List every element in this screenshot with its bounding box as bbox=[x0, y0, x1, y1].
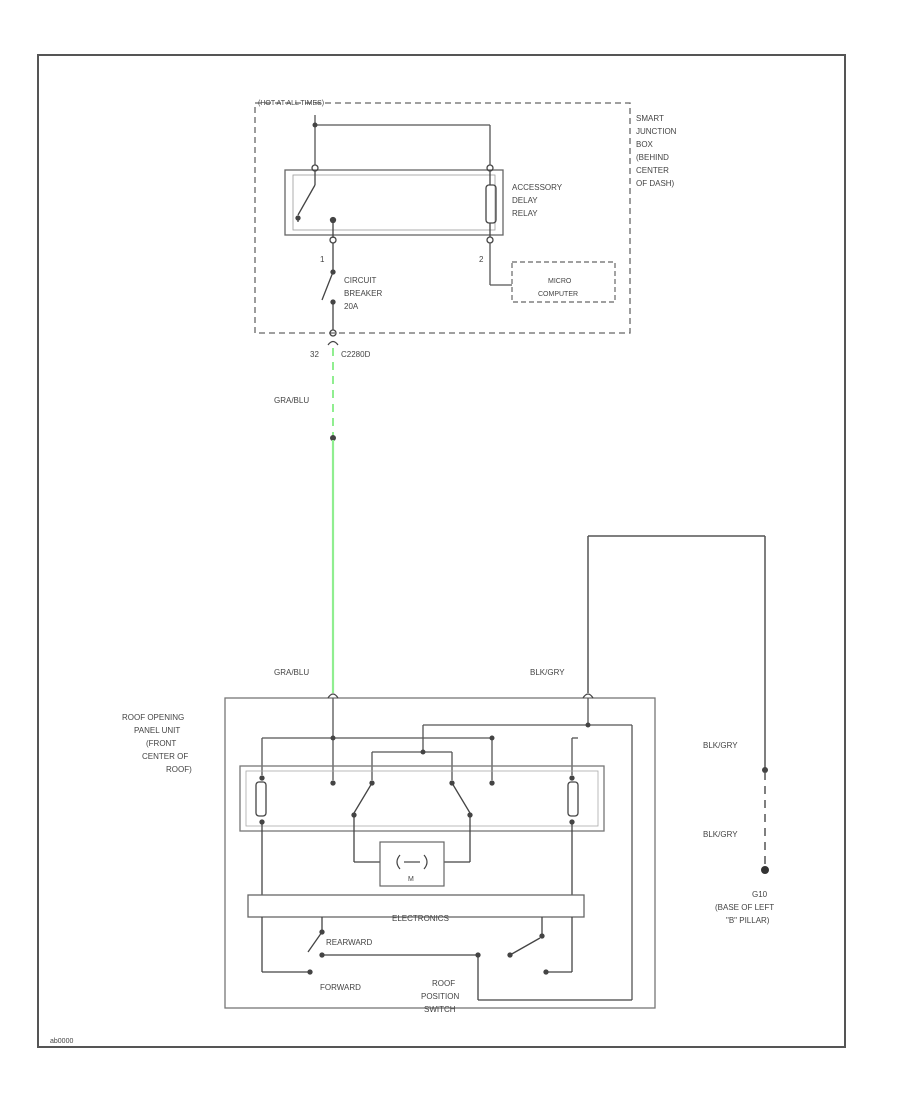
roof-unit-label-line: ROOF OPENING bbox=[122, 713, 184, 722]
relay-label-line: DELAY bbox=[512, 196, 538, 205]
accessory-delay-relay-box bbox=[284, 169, 504, 236]
splice-dot bbox=[312, 122, 318, 128]
roof-unit-label-line: PANEL UNIT bbox=[134, 726, 180, 735]
wire-label-right: BLK/GRY bbox=[530, 668, 565, 677]
rearward-label: REARWARD bbox=[326, 938, 372, 947]
hot-at-all-times-label: (HOT AT ALL TIMES) bbox=[258, 100, 324, 107]
forward-label: FORWARD bbox=[320, 983, 361, 992]
roof-unit-label-line: CENTER OF bbox=[142, 752, 188, 761]
splice-dot bbox=[762, 767, 768, 773]
position-switch-label-line: POSITION bbox=[421, 992, 459, 1001]
motor-box bbox=[379, 841, 445, 887]
electronics-label: ELECTRONICS bbox=[392, 914, 449, 923]
pin-32-label: 32 bbox=[310, 350, 319, 359]
ground-label-line: G10 bbox=[752, 890, 768, 899]
splice-dot bbox=[420, 749, 426, 755]
ground-wire-label-2: BLK/GRY bbox=[703, 830, 738, 839]
motor-relay-block bbox=[239, 765, 605, 832]
roof-opening-panel-unit bbox=[224, 697, 656, 1009]
sjb-label-line: JUNCTION bbox=[636, 127, 677, 136]
ground-point bbox=[761, 866, 769, 874]
splice-dot bbox=[330, 735, 336, 741]
relay-coil bbox=[485, 164, 497, 244]
sjb-label-line: BOX bbox=[636, 140, 654, 149]
sjb-label: SMART JUNCTION BOX (BEHIND CENTER OF DAS… bbox=[636, 114, 677, 188]
breaker-label-line: CIRCUIT bbox=[344, 276, 377, 285]
relay-label: ACCESSORY DELAY RELAY bbox=[512, 183, 563, 218]
connector-c2280d bbox=[327, 340, 339, 346]
relay-switch-contacts bbox=[330, 780, 495, 863]
connector-label: C2280D bbox=[341, 350, 371, 359]
ground-label-line: "B" PILLAR) bbox=[726, 916, 770, 925]
relay-feed-wires bbox=[314, 115, 491, 165]
electronics-box bbox=[247, 894, 585, 918]
roof-unit-label-line: ROOF) bbox=[166, 765, 192, 774]
motor-relay-block-inner bbox=[245, 770, 599, 827]
circuit-breaker bbox=[321, 243, 337, 337]
motor-label: M bbox=[408, 876, 414, 883]
position-switch-label-line: ROOF bbox=[432, 979, 455, 988]
roof-position-switch bbox=[261, 917, 632, 1001]
unit-internal-wiring bbox=[261, 698, 633, 1000]
roof-unit-label-line: (FRONT bbox=[146, 739, 176, 748]
pin-1-label: 1 bbox=[320, 255, 325, 264]
breaker-label: CIRCUIT BREAKER 20A bbox=[344, 276, 382, 311]
splice-dot bbox=[585, 722, 591, 728]
splice-dots bbox=[330, 722, 591, 755]
left-relay-coil bbox=[255, 775, 267, 895]
ground-loop-wire bbox=[587, 535, 766, 770]
ground-wire-label-1: BLK/GRY bbox=[703, 741, 738, 750]
sjb-label-line: SMART bbox=[636, 114, 664, 123]
figure-id: ab0000 bbox=[50, 1038, 73, 1045]
micro-label-line: COMPUTER bbox=[538, 291, 578, 298]
coil-to-micro-wire bbox=[489, 243, 512, 286]
relay-label-line: ACCESSORY bbox=[512, 183, 563, 192]
splice-dot bbox=[330, 435, 336, 441]
ground-label-line: (BASE OF LEFT bbox=[715, 903, 774, 912]
sjb-label-line: CENTER bbox=[636, 166, 669, 175]
micro-label-line: MICRO bbox=[548, 278, 572, 285]
wire-label-top: GRA/BLU bbox=[274, 396, 309, 405]
motor-symbol bbox=[396, 854, 428, 870]
outer-frame bbox=[37, 54, 846, 1048]
sjb-label-line: OF DASH) bbox=[636, 179, 675, 188]
smart-junction-box-boundary bbox=[254, 102, 631, 334]
right-relay-coil bbox=[567, 775, 579, 895]
micro-computer-box bbox=[511, 261, 616, 303]
relay-label-line: RELAY bbox=[512, 209, 538, 218]
breaker-label-line: 20A bbox=[344, 302, 359, 311]
position-switch-label-line: SWITCH bbox=[424, 1005, 456, 1014]
unit-connectors bbox=[327, 693, 594, 699]
splice-dot bbox=[489, 735, 495, 741]
roof-unit-label: ROOF OPENING PANEL UNIT (FRONT CENTER OF… bbox=[122, 713, 192, 774]
breaker-label-line: BREAKER bbox=[344, 289, 382, 298]
wire-label-left: GRA/BLU bbox=[274, 668, 309, 677]
pin-2-label: 2 bbox=[479, 255, 484, 264]
relay-inner-frame bbox=[292, 174, 496, 231]
sjb-label-line: (BEHIND bbox=[636, 153, 669, 162]
relay-switch-contact bbox=[295, 164, 337, 244]
